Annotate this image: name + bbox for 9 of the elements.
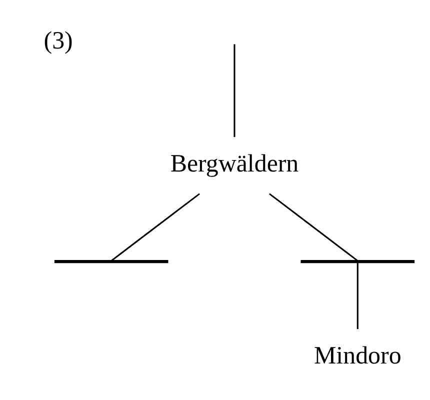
node-bar <box>300 260 415 264</box>
connector <box>111 193 200 262</box>
connector <box>268 193 358 262</box>
label: (3) <box>44 27 73 54</box>
connector <box>356 262 358 330</box>
connector <box>234 44 236 138</box>
node-bar <box>54 260 168 264</box>
node-text: Mindoro <box>314 342 402 370</box>
node-text: Bergwäldern <box>170 150 299 178</box>
